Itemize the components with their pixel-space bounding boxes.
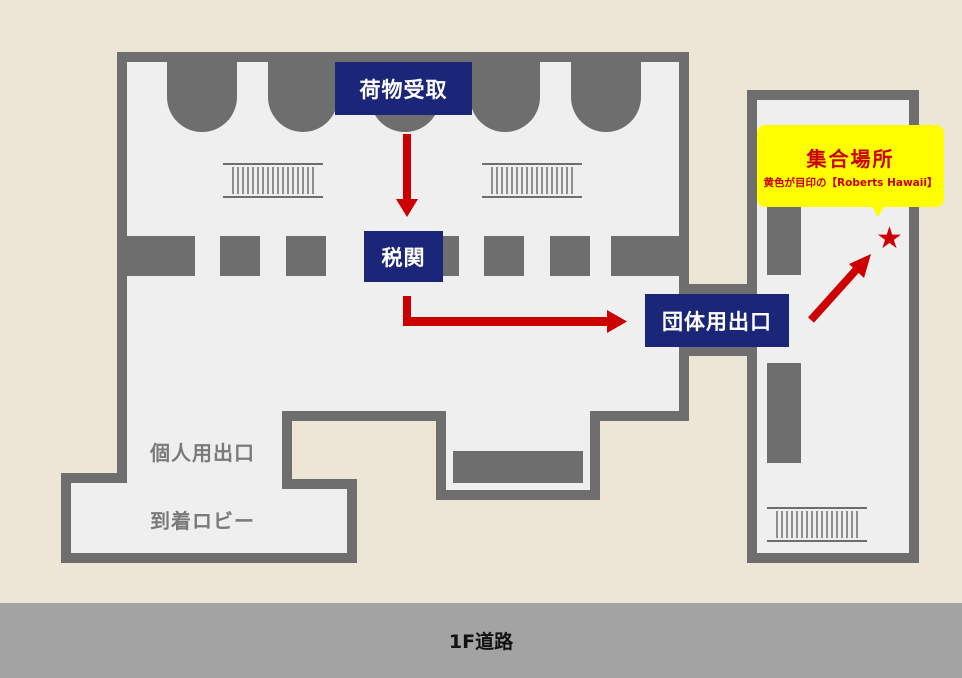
escalator-side bbox=[767, 507, 867, 542]
route-arrow-3 bbox=[808, 254, 871, 323]
side-pillar-upper bbox=[767, 203, 801, 275]
side-pillar-lower bbox=[767, 363, 801, 463]
escalator-right bbox=[482, 163, 582, 198]
bottom-block bbox=[453, 451, 583, 483]
terminal-floor bbox=[71, 62, 679, 553]
callout-tail bbox=[871, 205, 885, 217]
meeting-point-callout: 集合場所 黄色が目印の【Roberts Hawaii】 bbox=[757, 125, 944, 207]
customs-label: 税関 bbox=[364, 231, 443, 282]
road-label: 1F道路 bbox=[0, 603, 962, 678]
escalator-left bbox=[223, 163, 323, 198]
arrival-lobby-label: 到着ロビー bbox=[150, 509, 255, 533]
route-arrow-1 bbox=[396, 134, 418, 217]
meeting-point-title: 集合場所 bbox=[806, 147, 895, 171]
group-exit-label: 団体用出口 bbox=[645, 294, 789, 347]
route-arrow-2 bbox=[403, 296, 627, 333]
individual-exit-label: 個人用出口 bbox=[150, 441, 255, 465]
meeting-point-subtitle: 黄色が目印の【Roberts Hawaii】 bbox=[763, 177, 938, 189]
baggage-claim-label: 荷物受取 bbox=[335, 62, 472, 115]
meeting-star-icon: ★ bbox=[876, 221, 903, 256]
customs-barrier bbox=[117, 236, 689, 276]
